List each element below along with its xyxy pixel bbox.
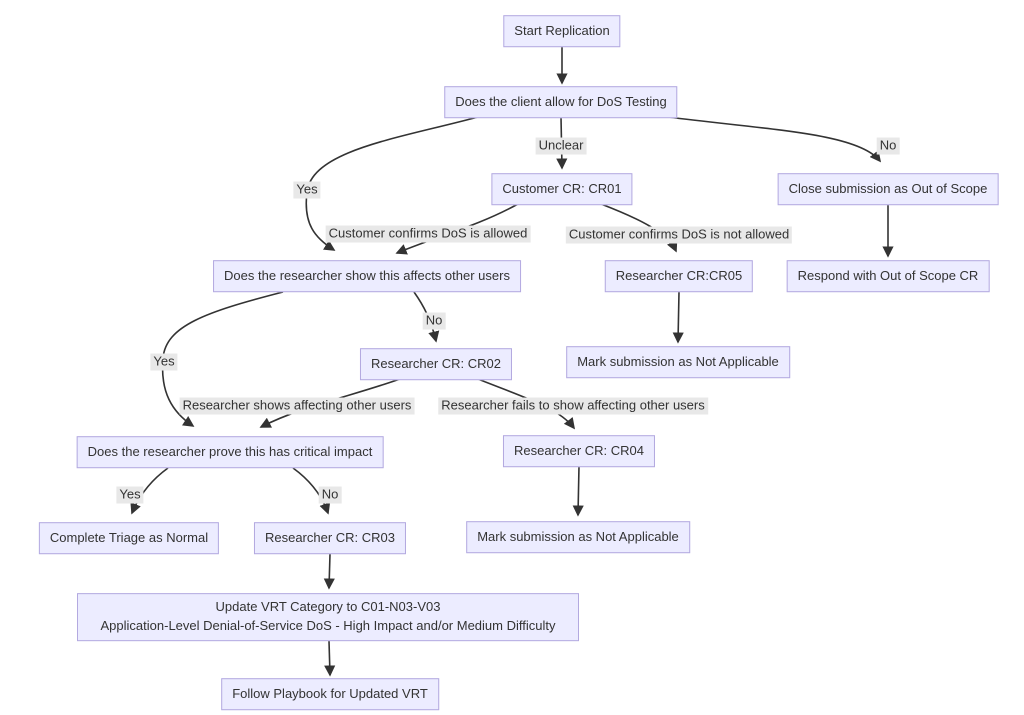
node-researcher-cr03: Researcher CR: CR03 [253, 522, 407, 554]
node-complete-triage: Complete Triage as Normal [38, 522, 220, 554]
edge-label-dos-not-allowed: Customer confirms DoS is not allowed [565, 226, 793, 244]
edge-cr04-to-na [572, 465, 584, 517]
node-not-applicable-bottom: Mark submission as Not Applicable [466, 521, 690, 553]
edge-cr05-to-na [672, 291, 684, 344]
node-client-allows-dos-question: Does the client allow for DoS Testing [444, 86, 678, 118]
edge-label-yes-mid: Yes [150, 353, 178, 371]
edge-label-yes-bottom: Yes [116, 486, 144, 504]
edge-label-no-bottom: No [318, 486, 342, 504]
edge-label-shows-affecting: Researcher shows affecting other users [179, 397, 415, 415]
node-update-vrt-category: Update VRT Category to C01-N03-V03 Appli… [77, 593, 579, 641]
node-customer-cr01: Customer CR: CR01 [491, 173, 633, 205]
edge-label-unclear: Unclear [535, 137, 587, 155]
node-affects-other-users-question: Does the researcher show this affects ot… [213, 260, 521, 292]
edge-label-no-top: No [876, 137, 900, 155]
update-vrt-line1: Update VRT Category to C01-N03-V03 [215, 599, 441, 615]
edge-update-to-follow [324, 640, 336, 677]
edge-label-yes-top: Yes [293, 181, 321, 199]
node-researcher-cr04: Researcher CR: CR04 [502, 435, 656, 467]
node-follow-playbook: Follow Playbook for Updated VRT [221, 678, 439, 710]
node-close-out-of-scope: Close submission as Out of Scope [777, 173, 999, 205]
edge-qclient-no-close [667, 116, 882, 163]
edge-label-no-mid: No [422, 312, 446, 330]
node-researcher-cr02: Researcher CR: CR02 [359, 348, 513, 380]
edge-label-dos-allowed: Customer confirms DoS is allowed [325, 225, 531, 243]
node-start-replication: Start Replication [503, 15, 621, 47]
edge-label-fails-affecting: Researcher fails to show affecting other… [438, 397, 708, 415]
node-researcher-cr05: Researcher CR:CR05 [604, 260, 754, 292]
node-respond-out-of-scope-cr: Respond with Out of Scope CR [786, 260, 990, 292]
edge-cr03-to-update [323, 553, 335, 590]
update-vrt-line2: Application-Level Denial-of-Service DoS … [100, 618, 556, 633]
node-not-applicable-right: Mark submission as Not Applicable [566, 346, 790, 378]
node-critical-impact-question: Does the researcher prove this has criti… [76, 436, 384, 468]
